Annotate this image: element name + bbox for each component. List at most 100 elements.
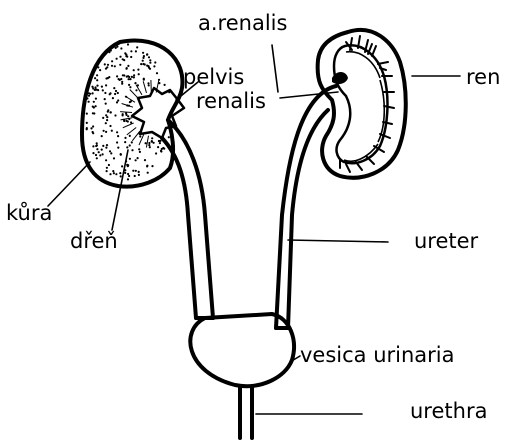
cortex-dot [117,135,119,137]
cortex-dot [168,136,170,138]
cortex-dot [113,87,115,89]
cortex-dot [99,69,101,71]
cortex-dot [156,72,158,74]
cortex-dot [159,142,161,144]
cortex-dot [139,135,141,137]
cortex-dot [125,55,127,57]
cortex-dot [128,84,130,86]
cortex-dot [163,148,165,150]
cortex-dot [130,56,132,58]
cortex-dot [124,172,126,174]
cortex-dot [112,97,114,99]
cortex-dot [109,125,111,127]
cortex-dot [105,103,107,105]
cortex-dot [109,111,111,113]
label-kura: kůra [6,201,52,225]
cortex-dot [92,92,94,94]
medulla-ray [127,128,136,135]
cortex-dot [121,81,123,83]
left-ureter-inner [162,138,196,318]
cortex-dot [99,154,101,156]
cortex-dot [92,145,94,147]
cortex-dot [88,79,90,81]
cortex-dot [103,130,105,132]
cortex-dot [96,148,98,150]
bladder [190,314,294,386]
bladder-outline [190,314,294,386]
cortex-dot [148,144,150,146]
medulla-ray [122,104,133,108]
cortex-dot [96,74,98,76]
cortex-dot [96,157,98,159]
cortex-dot [127,65,129,67]
cortex-dot [92,125,94,127]
cortex-dot [130,50,132,52]
cortex-dot [113,172,115,174]
label-ren: ren [466,65,500,89]
cortex-dot [129,135,131,137]
cortex-dot [149,146,151,148]
cortex-dot [127,115,129,117]
cortex-dot [94,68,96,70]
cortex-dot [97,66,99,68]
cortex-dot [134,82,136,84]
cortex-dot [155,152,157,154]
cortex-dot [96,142,98,144]
cortex-dot [117,99,119,101]
label-a-renalis: a.renalis [198,11,287,35]
cortex-dot [120,47,122,49]
cortex-dot [143,79,145,81]
cortex-dot [158,79,160,81]
cortex-dot [131,76,133,78]
cortex-dot [106,119,108,121]
cortex-dot [116,131,118,133]
cortex-dot [138,171,140,173]
cortex-dot [102,89,104,91]
cortex-dot [94,77,96,79]
cortex-dot [145,142,147,144]
cortex-dot [157,146,159,148]
cortex-dot [139,151,141,153]
cortex-dot [92,152,94,154]
cortex-dot [129,86,131,88]
medulla-ray [143,81,146,93]
cortex-dot [137,157,139,159]
cortex-dot [101,135,103,137]
medulla-ray [121,118,133,120]
cortex-dot [114,65,116,67]
cortex-dot [135,50,137,52]
cortex-dot [147,82,149,84]
cortex-dot [102,153,104,155]
cortex-dot [120,153,122,155]
cortex-dot [94,86,96,88]
right-kidney-outline [318,30,406,178]
cortex-dot [133,76,135,78]
medulla-ray [120,112,132,113]
cortex-dot [102,117,104,119]
cortex-dot [111,130,113,132]
cortex-dot [135,159,137,161]
cortex-dot [127,164,129,166]
cortex-dot [104,98,106,100]
cortex-dot [142,60,144,62]
cortex-dot [105,147,107,149]
cortex-dot [88,95,90,97]
cortex-dot [83,111,85,113]
medulla-ray [123,123,134,128]
cortex-dot [106,170,108,172]
urethra [240,386,252,438]
ureters [162,86,336,328]
cortex-dot [119,64,121,66]
cortex-dot [119,56,121,58]
medulla-ray [146,136,148,148]
cortex-dot [125,120,127,122]
cortex-dot [134,175,136,177]
cortex-dot [106,167,108,169]
cortex-dot [129,144,131,146]
cortex-dot [124,141,126,143]
cortex-dot [106,66,108,68]
cortex-dot [95,98,97,100]
cortex-dot [111,65,113,67]
cortex-dot [133,69,135,71]
cortex-dot [108,164,110,166]
